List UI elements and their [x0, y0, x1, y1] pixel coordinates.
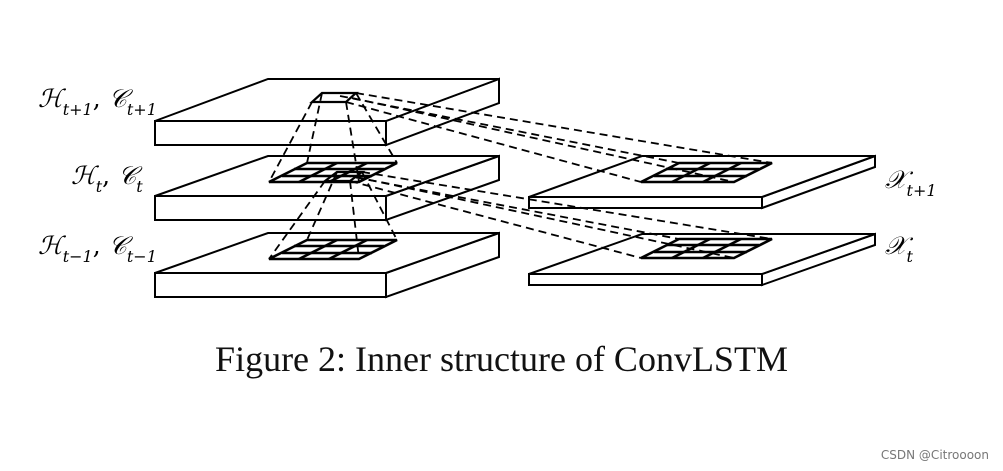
label-h-symbol: ℋ	[71, 161, 96, 190]
grid-x-t	[640, 237, 773, 260]
figure-caption: Figure 2: Inner structure of ConvLSTM	[215, 339, 788, 379]
label-x-t-plus-1: 𝒳t+1	[885, 165, 937, 200]
slab-h-t	[154, 154, 500, 222]
dashed-projections	[268, 92, 773, 260]
label-x-symbol: 𝒳	[885, 231, 907, 260]
label-separator: ,	[102, 161, 119, 190]
label-x-subscript: t	[906, 247, 913, 266]
label-h-symbol: ℋ	[38, 231, 63, 260]
label-c-symbol: 𝒞	[108, 231, 127, 260]
slab-x-t-plus-1	[528, 154, 876, 210]
label-h-symbol: ℋ	[38, 84, 63, 113]
slab-h-t-minus-1	[154, 231, 500, 299]
label-h-subscript: t+1	[62, 100, 93, 119]
label-x-subscript: t+1	[906, 181, 937, 200]
label-separator: ,	[92, 84, 109, 113]
slab-h-t-plus-1	[154, 77, 500, 147]
label-x-t: 𝒳t	[885, 231, 913, 266]
label-h-subscript: t−1	[62, 247, 93, 266]
label-h-c-t-plus-1: ℋt+1, 𝒞t+1	[38, 84, 157, 119]
label-h-c-t-minus-1: ℋt−1, 𝒞t−1	[38, 231, 157, 266]
label-separator: ,	[92, 231, 109, 260]
label-c-subscript: t	[136, 177, 143, 196]
label-c-subscript: t−1	[126, 247, 157, 266]
watermark: CSDN @Citroooon	[880, 448, 989, 462]
slab-x-t	[528, 232, 876, 287]
grid-h-t-minus-1	[268, 238, 398, 261]
label-h-c-t: ℋt, 𝒞t	[71, 161, 143, 196]
label-c-subscript: t+1	[126, 100, 157, 119]
label-c-symbol: 𝒞	[108, 84, 127, 113]
label-h-subscript: t	[95, 177, 103, 196]
label-c-symbol: 𝒞	[118, 161, 137, 190]
label-x-symbol: 𝒳	[885, 165, 907, 194]
